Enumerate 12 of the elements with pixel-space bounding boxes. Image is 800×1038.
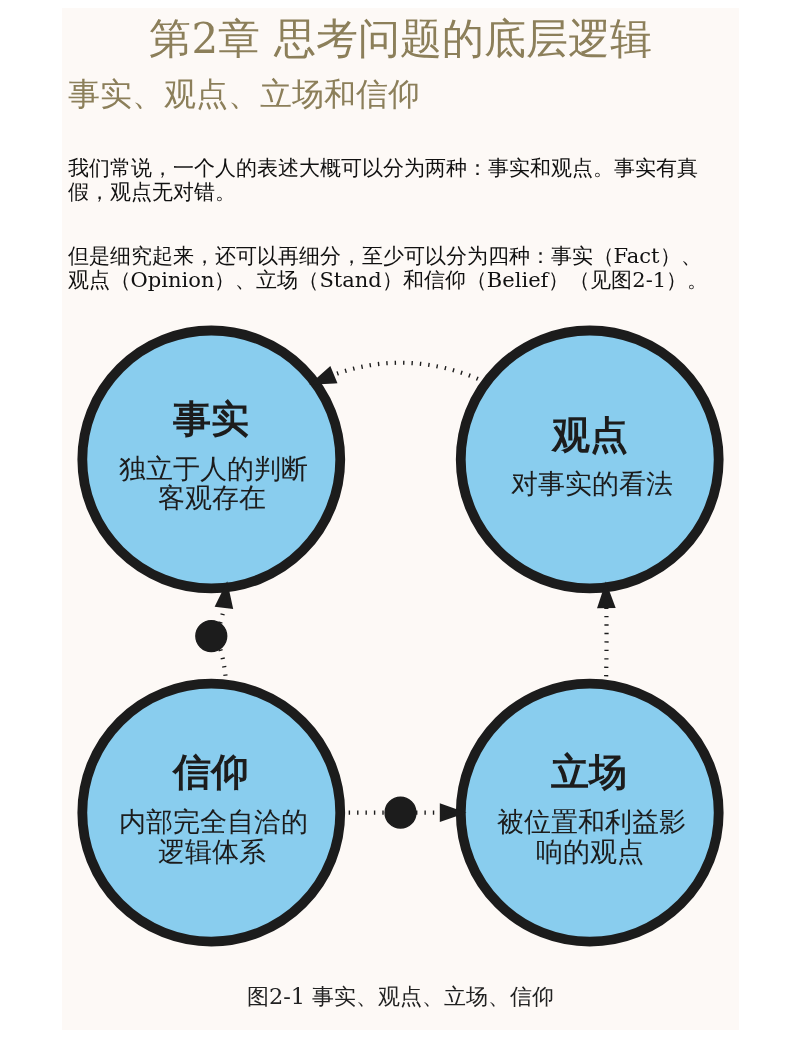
- node-circle: 信仰 内部完全自洽的逻辑体系: [76, 678, 345, 947]
- label: 但是细究起来，还可以再细分，至少可以分为四种：事实（Fact）、观点（Opinion）、立场（Stand）和信仰（Belief）（见图2-1）。: [67, 243, 708, 293]
- node-circle: 事实 独立于人的判断客观存在: [76, 325, 345, 594]
- diagram-title: 第2章 思考问题的底层逻辑: [148, 13, 652, 63]
- node-circle: 立场 被位置和利益影响的观点: [455, 678, 724, 947]
- node-circle: [194, 619, 227, 653]
- node-circle: 观点 对事实的看法: [455, 325, 724, 594]
- caption: 图2-1 事实、观点、立场、信仰: [246, 983, 554, 1010]
- label: 我们常说，一个人的表述大概可以分为两种：事实和观点。事实有真假，观点无对错。: [67, 154, 698, 204]
- node-circle: [383, 796, 417, 829]
- arrow: [415, 803, 466, 822]
- label: 事实、观点、立场和信仰: [67, 74, 420, 113]
